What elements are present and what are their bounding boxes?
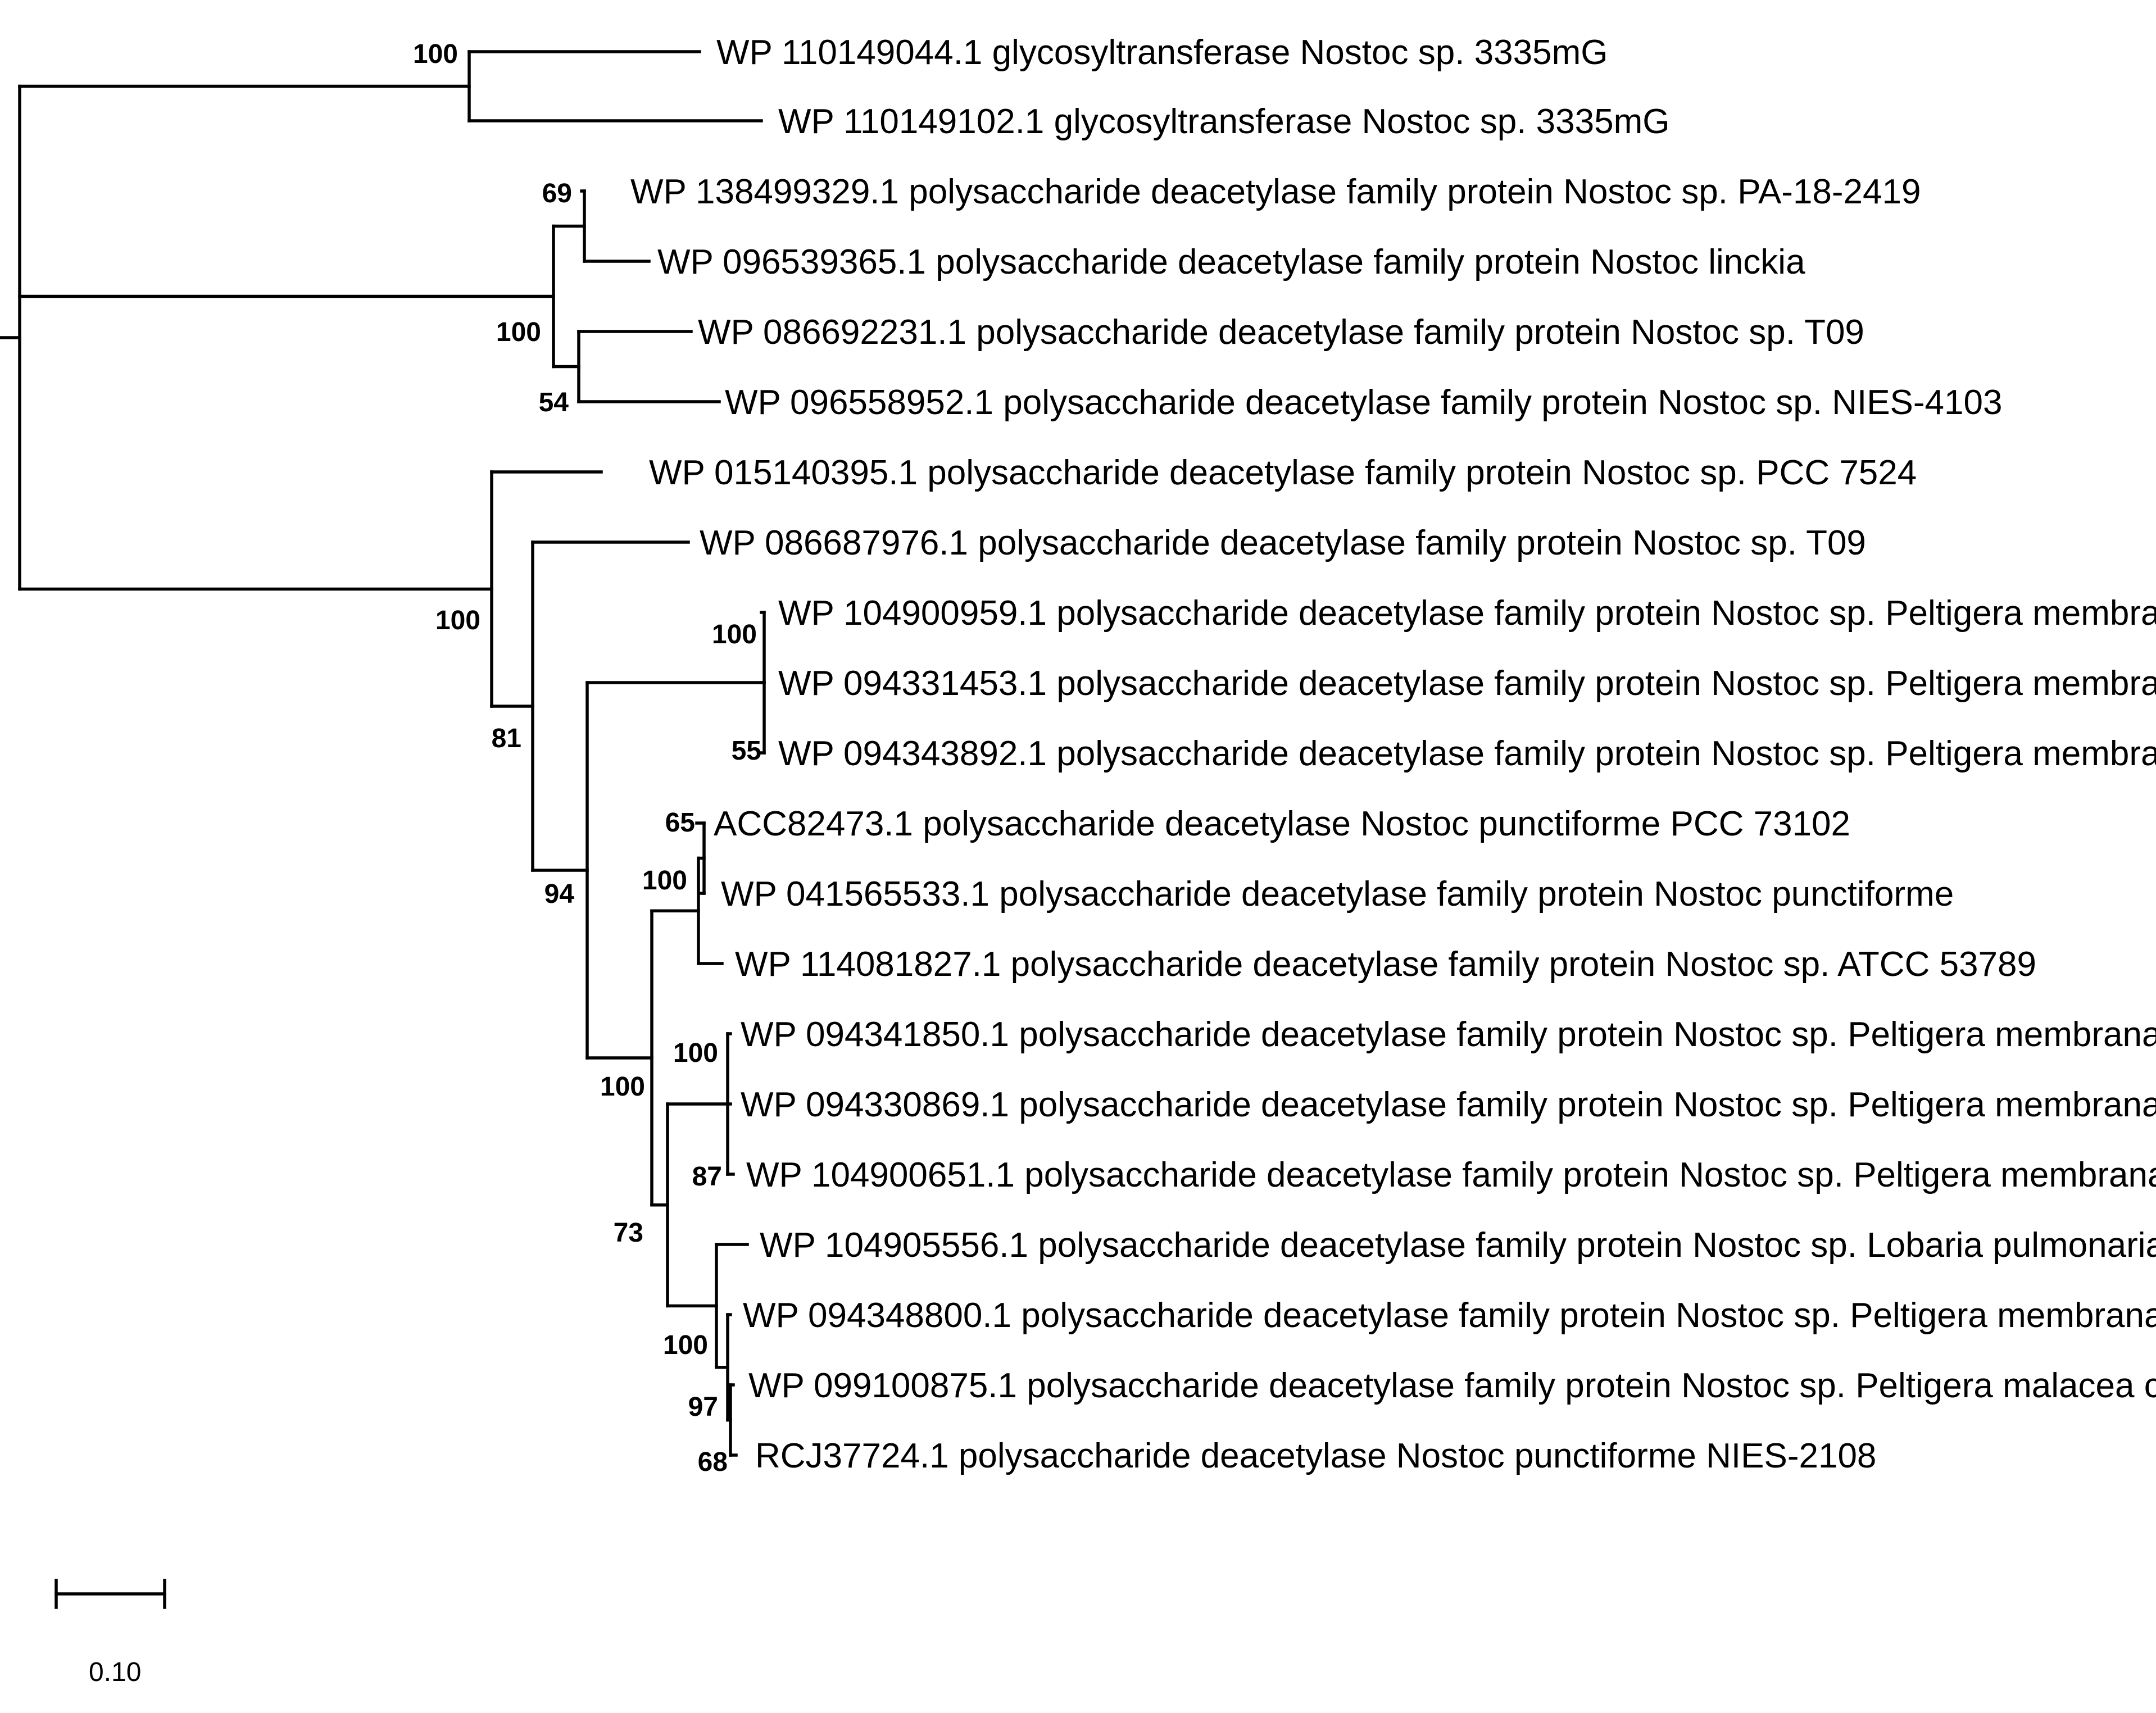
leaf-label: WP 110149044.1 glycosyltransferase Nosto…: [716, 33, 1608, 72]
bootstrap-value: 68: [698, 1447, 728, 1477]
leaf-label: WP 086687976.1 polysaccharide deacetylas…: [700, 524, 1866, 562]
leaf-label: WP 099100875.1 polysaccharide deacetylas…: [748, 1366, 2156, 1405]
leaf-label: WP 110149102.1 glycosyltransferase Nosto…: [778, 102, 1669, 141]
leaf-label: WP 041565533.1 polysaccharide deacetylas…: [721, 875, 1954, 914]
leaf-label: WP 094348800.1 polysaccharide deacetylas…: [743, 1296, 2156, 1335]
leaf-label: RCJ37724.1 polysaccharide deacetylase No…: [755, 1437, 1876, 1475]
leaf-label: WP 094341850.1 polysaccharide deacetylas…: [741, 1015, 2156, 1054]
scale-bar: 0.10: [55, 1579, 166, 1687]
leaf-label: WP 086692231.1 polysaccharide deacetylas…: [698, 313, 1864, 352]
leaf-label: WP 015140395.1 polysaccharide deacetylas…: [649, 453, 1917, 492]
bootstrap-value: 100: [413, 39, 458, 69]
leaf-label: WP 096539365.1 polysaccharide deacetylas…: [657, 243, 1805, 281]
leaf-label: WP 104905556.1 polysaccharide deacetylas…: [760, 1226, 2156, 1265]
bootstrap-value: 73: [614, 1218, 643, 1248]
bootstrap-value: 55: [732, 736, 761, 766]
leaf-label: WP 094331453.1 polysaccharide deacetylas…: [778, 664, 2156, 703]
bootstrap-value: 69: [542, 179, 572, 208]
support-values: 100 69 100 54 100 81 100 55 94 65 100 100 100 87 73 100…: [413, 39, 761, 1477]
bootstrap-value: 100: [642, 866, 687, 896]
leaf-label: WP 094343892.1 polysaccharide deacetylas…: [778, 734, 2156, 773]
bootstrap-value: 100: [600, 1072, 645, 1102]
bootstrap-value: 100: [663, 1330, 708, 1360]
bootstrap-value: 100: [712, 620, 757, 649]
leaf-labels: WP 110149044.1 glycosyltransferase Nosto…: [630, 33, 2156, 1475]
bootstrap-value: 97: [688, 1392, 718, 1422]
bootstrap-value: 87: [692, 1162, 722, 1192]
leaf-label: WP 094330869.1 polysaccharide deacetylas…: [741, 1085, 2156, 1124]
bootstrap-value: 100: [435, 606, 480, 635]
leaf-label: WP 104900959.1 polysaccharide deacetylas…: [778, 594, 2156, 633]
bootstrap-value: 65: [665, 808, 695, 838]
leaf-label: ACC82473.1 polysaccharide deacetylase No…: [714, 805, 1850, 843]
leaf-label: WP 138499329.1 polysaccharide deacetylas…: [630, 172, 1921, 211]
bootstrap-value: 94: [544, 879, 575, 909]
leaf-label: WP 114081827.1 polysaccharide deacetylas…: [735, 945, 2036, 984]
scale-bar-label: 0.10: [89, 1657, 141, 1687]
leaf-label: WP 104900651.1 polysaccharide deacetylas…: [746, 1156, 2156, 1194]
bootstrap-value: 54: [539, 388, 569, 417]
bootstrap-value: 100: [673, 1038, 718, 1068]
leaf-label: WP 096558952.1 polysaccharide deacetylas…: [725, 383, 2002, 422]
bootstrap-value: 81: [492, 724, 521, 753]
tree-branches: [0, 50, 766, 1457]
bootstrap-value: 100: [496, 317, 541, 347]
